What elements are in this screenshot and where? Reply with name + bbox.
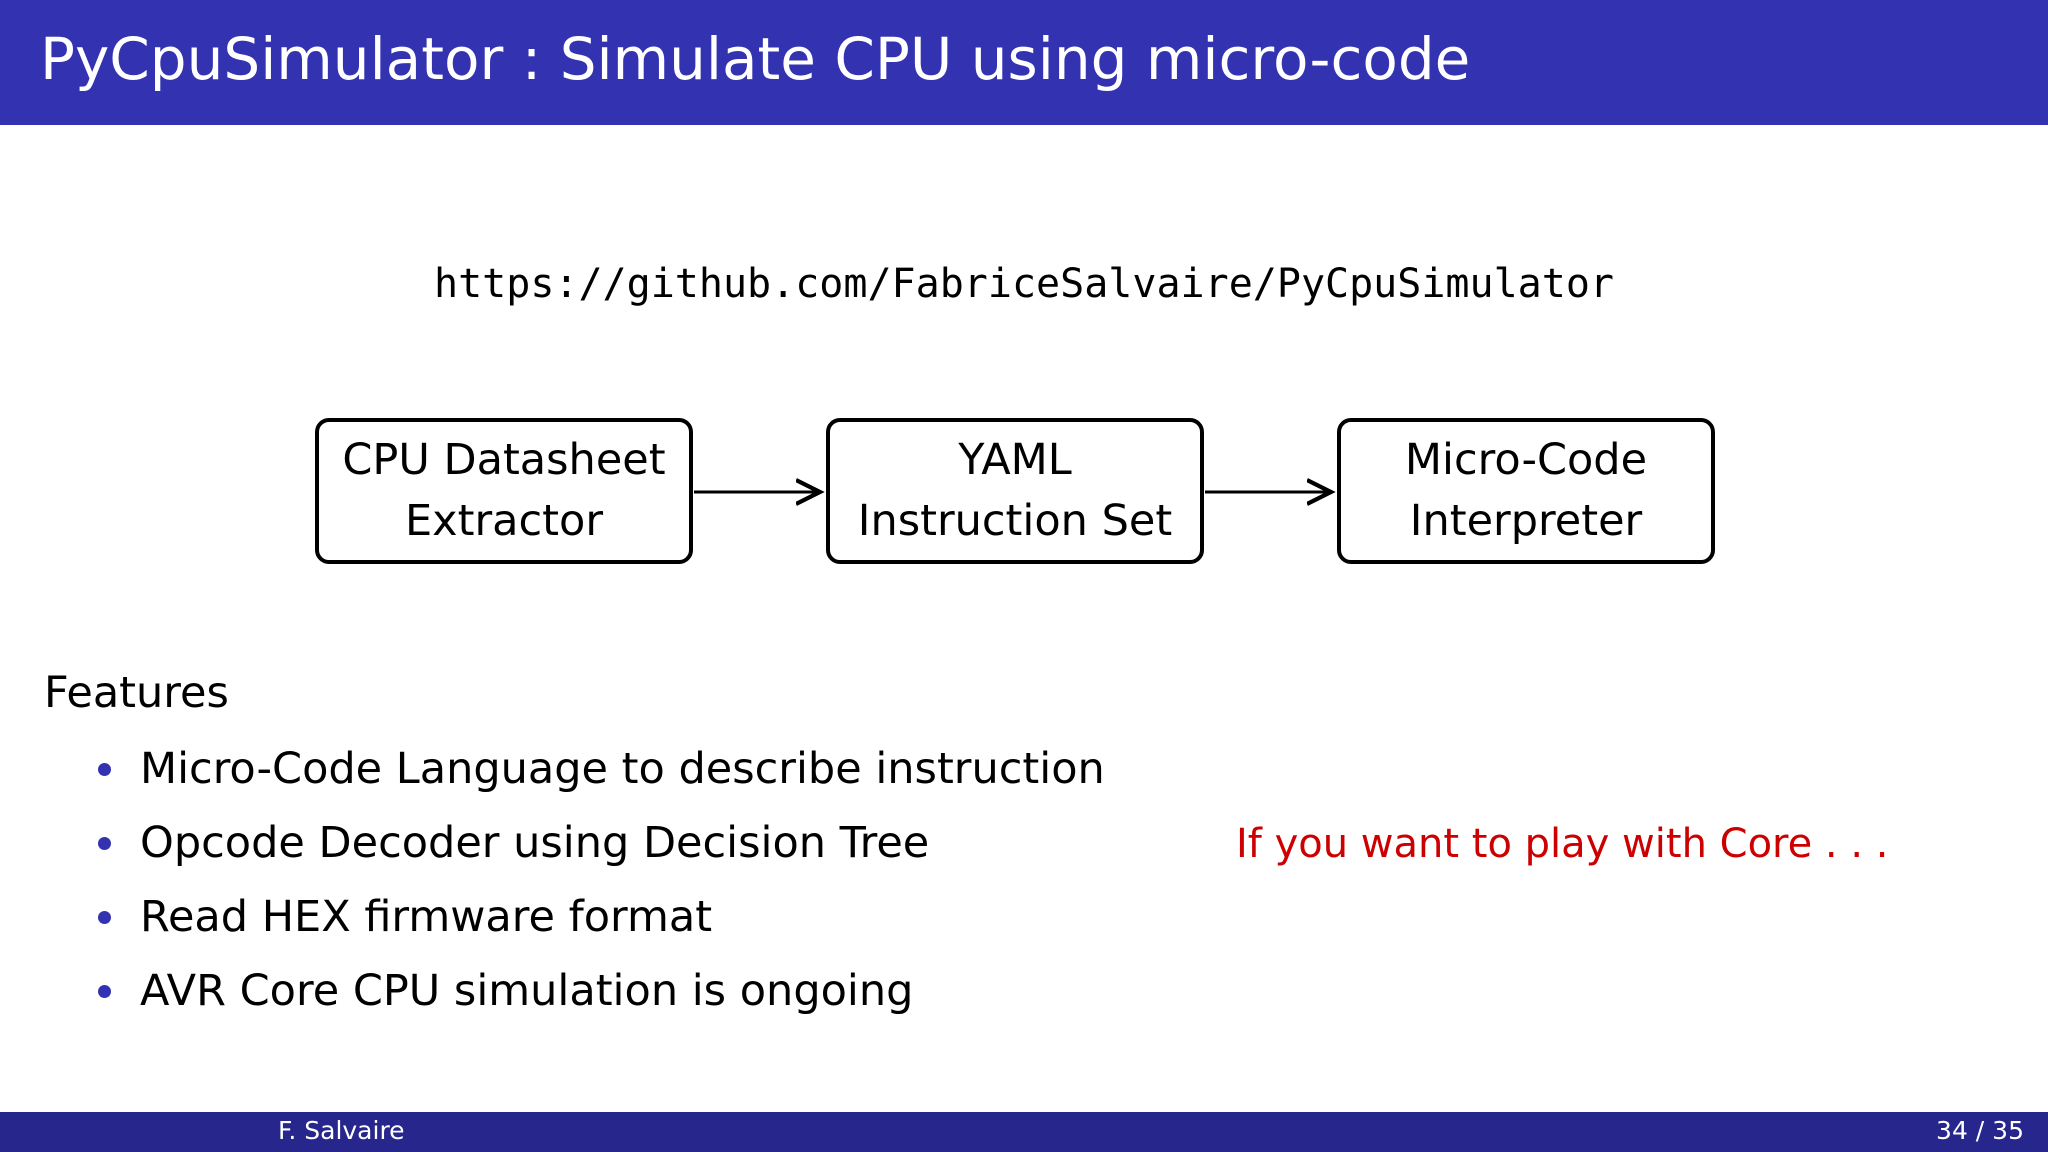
node-label-line2: Interpreter <box>1409 496 1643 546</box>
bullet-icon <box>98 837 111 850</box>
title-bar: PyCpuSimulator : Simulate CPU using micr… <box>0 0 2048 125</box>
node-label-line2: Extractor <box>405 496 603 546</box>
bullet-icon <box>98 763 111 776</box>
list-item: Opcode Decoder using Decision Tree <box>92 822 929 865</box>
node-label-line1: YAML <box>958 435 1072 485</box>
bullet-icon <box>98 985 111 998</box>
list-item: Micro-Code Language to describe instruct… <box>92 748 1105 791</box>
node-yaml-instruction-set: YAML Instruction Set <box>826 418 1204 564</box>
node-cpu-datasheet-extractor: CPU Datasheet Extractor <box>315 418 693 564</box>
footer-bar: F. Salvaire 34 / 35 <box>0 1112 2048 1152</box>
bullet-icon <box>98 911 111 924</box>
node-label-line1: Micro-Code <box>1404 435 1648 485</box>
repository-url[interactable]: https://github.com/FabriceSalvaire/PyCpu… <box>433 261 1615 307</box>
play-with-core-note: If you want to play with Core . . . <box>1236 821 1889 867</box>
features-heading: Features <box>44 668 229 718</box>
list-item: Read HEX firmware format <box>92 896 712 939</box>
list-item-text: AVR Core CPU simulation is ongoing <box>140 966 914 1016</box>
page-number: 34 / 35 <box>1936 1116 2024 1145</box>
list-item-text: Micro-Code Language to describe instruct… <box>140 744 1105 794</box>
list-item: AVR Core CPU simulation is ongoing <box>92 970 913 1013</box>
footer-author: F. Salvaire <box>278 1116 405 1145</box>
node-label-line1: CPU Datasheet <box>342 435 666 485</box>
slide-title: PyCpuSimulator : Simulate CPU using micr… <box>40 25 1471 93</box>
node-label-line2: Instruction Set <box>857 496 1173 546</box>
list-item-text: Opcode Decoder using Decision Tree <box>140 818 930 868</box>
node-micro-code-interpreter: Micro-Code Interpreter <box>1337 418 1715 564</box>
list-item-text: Read HEX firmware format <box>140 892 713 942</box>
